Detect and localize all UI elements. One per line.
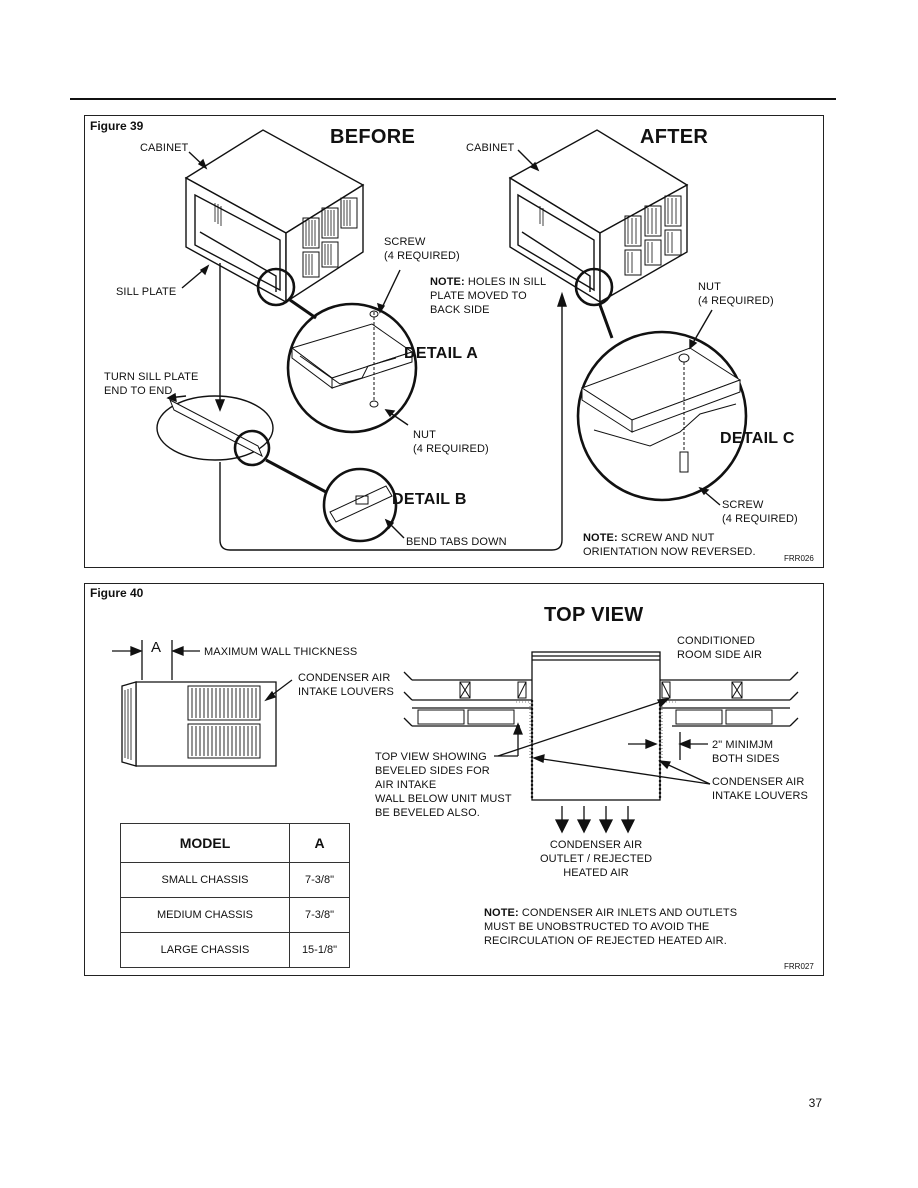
conditioned-label: CONDITIONED ROOM SIDE AIR [677, 635, 763, 661]
figure-40-label: Figure 40 [90, 586, 144, 600]
figure-40-code: FRR027 [784, 962, 814, 971]
figure-39-label: Figure 39 [90, 119, 144, 133]
figure-39-frame [84, 115, 824, 568]
note-screw: NOTE: SCREW AND NUT ORIENTATION NOW REVE… [583, 532, 756, 558]
top-view-title: TOP VIEW [544, 604, 644, 626]
nut-label-bottom: NUT (4 REQUIRED) [413, 429, 489, 455]
turn-sill-label: TURN SILL PLATE END TO END [104, 371, 199, 397]
detail-b-label: DETAIL B [392, 491, 467, 508]
detail-c-circle [576, 330, 748, 502]
detail-c-locator [574, 267, 614, 307]
nut-label-right: NUT (4 REQUIRED) [698, 281, 774, 307]
cabinet-label-left: CABINET [140, 142, 189, 154]
detail-a-label: DETAIL A [404, 345, 479, 362]
header-rule [70, 98, 836, 100]
detail-a-circle [286, 302, 418, 434]
table-header-a: A [289, 823, 350, 863]
dim-a-label: A [151, 639, 162, 656]
minimum-label: 2" MINIMJM BOTH SIDES [712, 739, 780, 765]
table-cell-model: MEDIUM CHASSIS [120, 897, 290, 933]
figure-40-frame [84, 583, 824, 976]
note-inlets: NOTE: CONDENSER AIR INLETS AND OUTLETS M… [484, 907, 738, 947]
detail-a-locator [256, 267, 296, 307]
sill-plate-label: SILL PLATE [116, 286, 177, 298]
outlet-label: CONDENSER AIR OUTLET / REJECTED HEATED A… [540, 839, 653, 879]
figure-39-code: FRR026 [784, 554, 814, 563]
detail-b-circle [322, 467, 398, 543]
table-cell-a: 7-3/8" [289, 862, 350, 898]
top-view-showing-label: TOP VIEW SHOWING BEVELED SIDES FOR AIR I… [375, 751, 512, 819]
condenser-intake-left-label: CONDENSER AIR INTAKE LOUVERS [298, 672, 394, 698]
sill-plate-ellipse [156, 395, 274, 461]
table-row: SMALL CHASSIS 7-3/8" [120, 862, 350, 898]
screw-label-right: SCREW (4 REQUIRED) [722, 499, 798, 525]
after-title: AFTER [640, 126, 709, 148]
condenser-intake-right-label: CONDENSER AIR INTAKE LOUVERS [712, 776, 808, 802]
table-row: LARGE CHASSIS 15-1/8" [120, 932, 350, 968]
table-cell-a: 7-3/8" [289, 897, 350, 933]
detail-c-label: DETAIL C [720, 430, 795, 447]
bend-tabs-label: BEND TABS DOWN [406, 536, 507, 548]
table-cell-model: LARGE CHASSIS [120, 932, 290, 968]
table-row: MEDIUM CHASSIS 7-3/8" [120, 897, 350, 933]
table-header-model: MODEL [120, 823, 290, 863]
top-view-unit [531, 651, 661, 801]
page-number: 37 [808, 1096, 822, 1110]
note-holes: NOTE: HOLES IN SILL PLATE MOVED TO BACK … [430, 276, 547, 316]
cabinet-label-right: CABINET [466, 142, 515, 154]
model-table: MODEL A SMALL CHASSIS 7-3/8" MEDIUM CHAS… [120, 823, 350, 968]
table-cell-a: 15-1/8" [289, 932, 350, 968]
table-cell-model: SMALL CHASSIS [120, 862, 290, 898]
max-wall-label: MAXIMUM WALL THICKNESS [204, 646, 358, 658]
before-title: BEFORE [330, 126, 416, 148]
screw-label-top: SCREW (4 REQUIRED) [384, 236, 460, 262]
